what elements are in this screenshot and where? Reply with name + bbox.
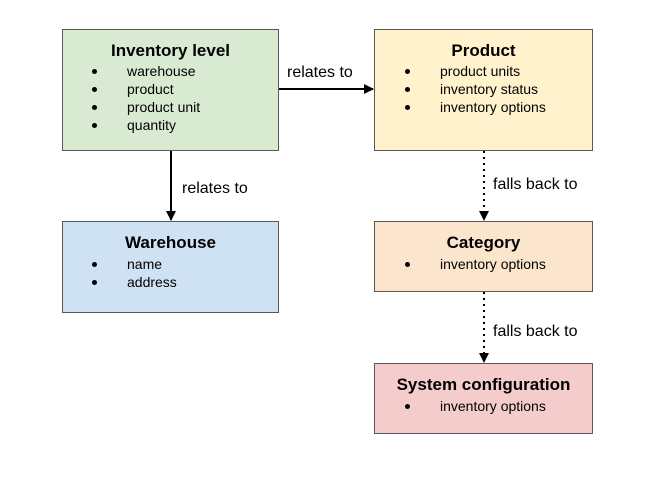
node-title: System configuration — [396, 375, 571, 394]
node-item: inventory options — [440, 256, 546, 272]
bullet-icon — [92, 280, 97, 285]
edge-label-category-to-system: falls back to — [493, 323, 578, 340]
node-item: address — [127, 274, 177, 290]
node-item: inventory status — [440, 81, 539, 97]
node-item: quantity — [127, 117, 177, 133]
node-item: inventory options — [440, 99, 546, 115]
node-item: product unit — [127, 99, 201, 115]
node-inventory-level: Inventory level warehouse product produc… — [62, 29, 279, 151]
bullet-icon — [405, 105, 410, 110]
bullet-icon — [92, 262, 97, 267]
node-system-configuration: System configuration inventory options — [374, 363, 593, 434]
node-title: Category — [446, 233, 521, 252]
node-title: Inventory level — [110, 41, 231, 60]
node-item: warehouse — [127, 63, 196, 79]
node-title: Warehouse — [124, 233, 216, 252]
node-item: product units — [440, 63, 521, 79]
node-warehouse: Warehouse name address — [62, 221, 279, 313]
edge-label-inventory-to-product: relates to — [287, 64, 353, 81]
node-item: name — [127, 256, 163, 272]
bullet-icon — [92, 87, 97, 92]
bullet-icon — [92, 69, 97, 74]
edge-label-inventory-to-warehouse: relates to — [182, 180, 248, 197]
node-product: Product product units inventory status i… — [374, 29, 593, 151]
node-category: Category inventory options — [374, 221, 593, 292]
bullet-icon — [405, 262, 410, 267]
bullet-icon — [92, 105, 97, 110]
bullet-icon — [92, 123, 97, 128]
edge-label-product-to-category: falls back to — [493, 176, 578, 193]
bullet-icon — [405, 87, 410, 92]
node-item: product — [127, 81, 174, 97]
node-title: Product — [451, 41, 516, 60]
bullet-icon — [405, 69, 410, 74]
bullet-icon — [405, 404, 410, 409]
node-item: inventory options — [440, 398, 546, 414]
